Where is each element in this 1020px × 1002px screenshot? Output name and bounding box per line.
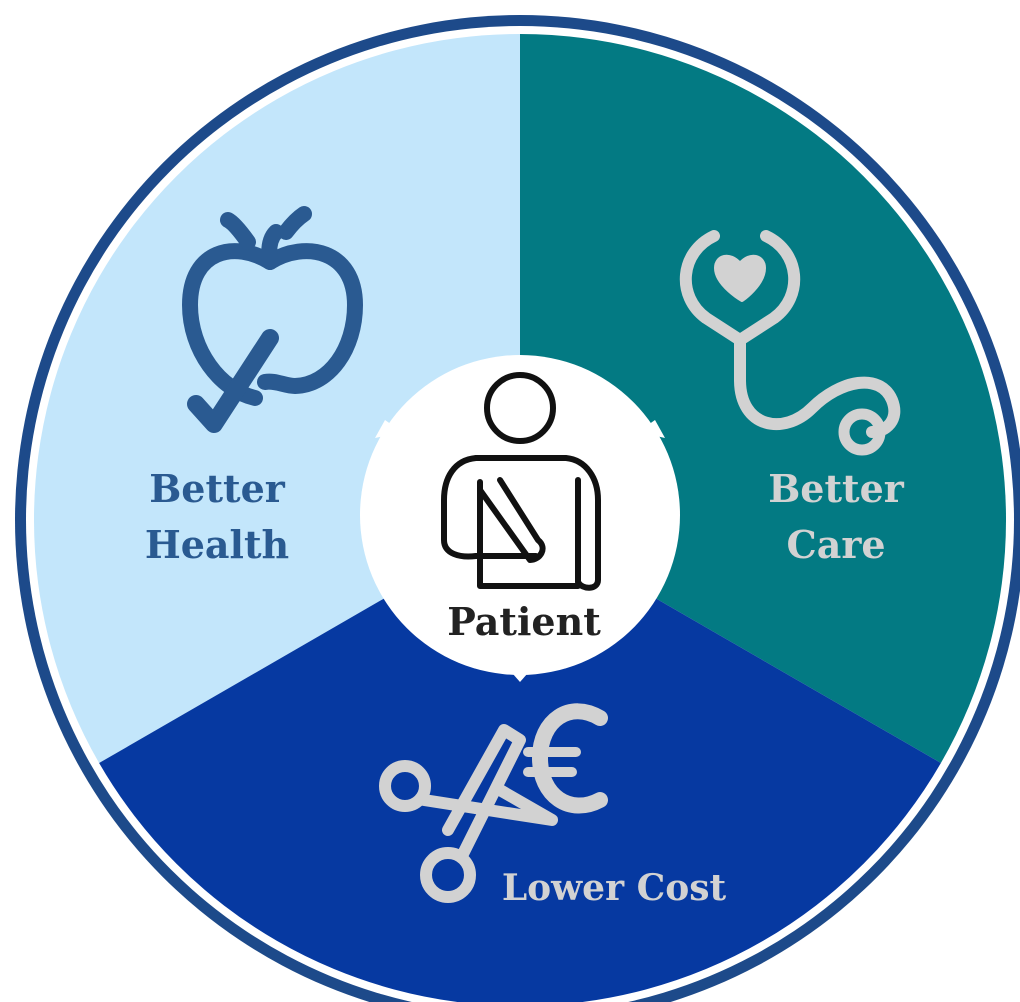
hub-notch-bottom	[505, 665, 535, 682]
stethoscope-heart-icon	[679, 230, 901, 456]
better-care-line2: Care	[786, 522, 885, 567]
segment-lower-cost	[99, 520, 941, 1002]
better-health-line1: Better	[149, 466, 286, 511]
better-health-line2: Health	[145, 522, 289, 567]
scissors-euro-icon	[379, 703, 608, 903]
patient-label: Patient	[447, 599, 601, 644]
hub-notch-left	[375, 420, 402, 438]
hub-notch-right	[638, 420, 665, 438]
patient-arm-sling-icon	[441, 372, 601, 591]
apple-check-icon	[182, 206, 363, 433]
better-care-line1: Better	[768, 466, 905, 511]
lower-cost-label: Lower Cost	[502, 867, 727, 909]
